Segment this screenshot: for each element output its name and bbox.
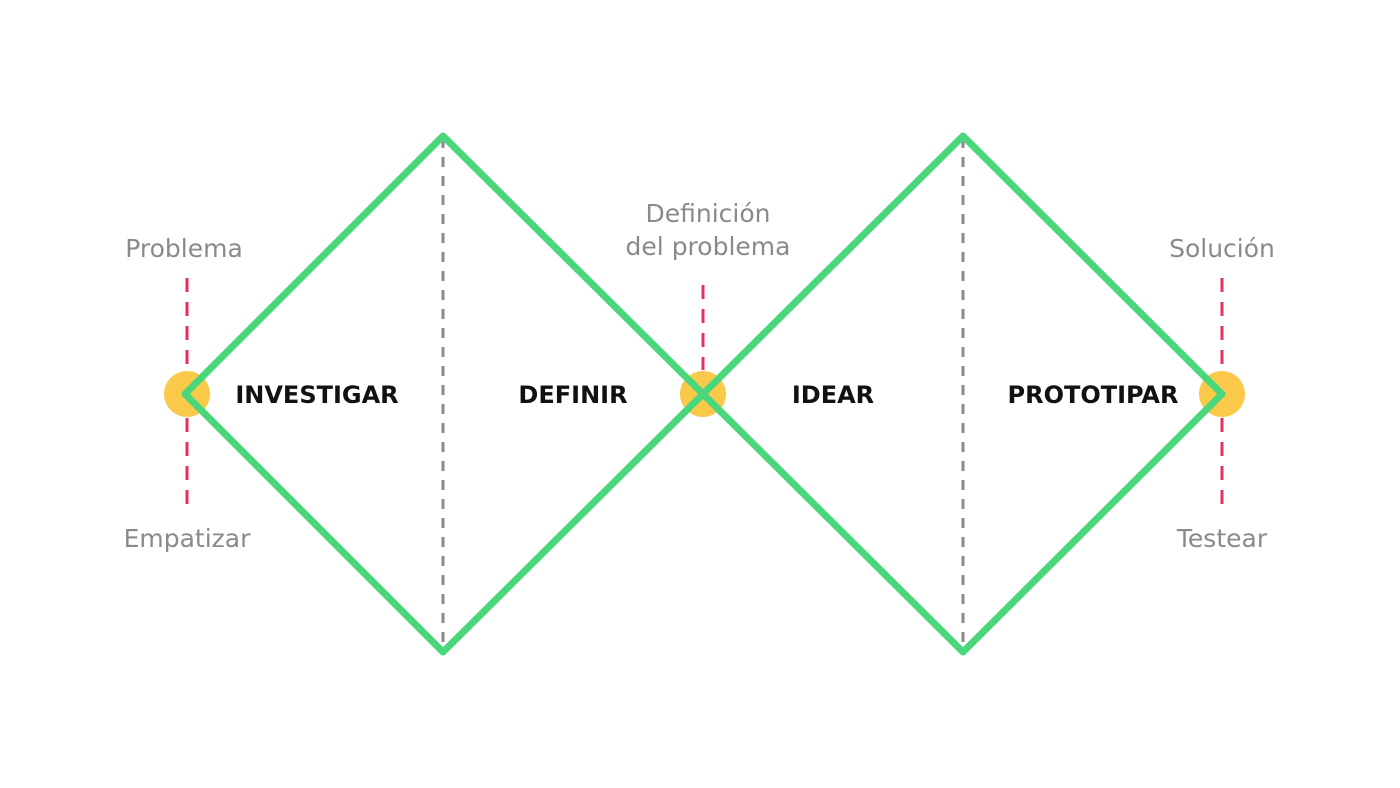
milestone-end-bottom: Testear	[1176, 524, 1268, 553]
milestone-start-top: Problema	[125, 234, 243, 263]
phase-label-investigar: INVESTIGAR	[235, 381, 398, 409]
milestone-start-bottom: Empatizar	[124, 524, 252, 553]
phase-label-idear: IDEAR	[792, 381, 874, 409]
milestone-middle-top-line2: del problema	[626, 232, 791, 261]
milestone-middle-top-line1: Definición	[646, 199, 771, 228]
milestone-end-top: Solución	[1169, 234, 1275, 263]
diamond-develop-deliver	[699, 132, 1226, 656]
phase-label-prototipar: PROTOTIPAR	[1008, 381, 1179, 409]
phase-label-definir: DEFINIR	[518, 381, 627, 409]
